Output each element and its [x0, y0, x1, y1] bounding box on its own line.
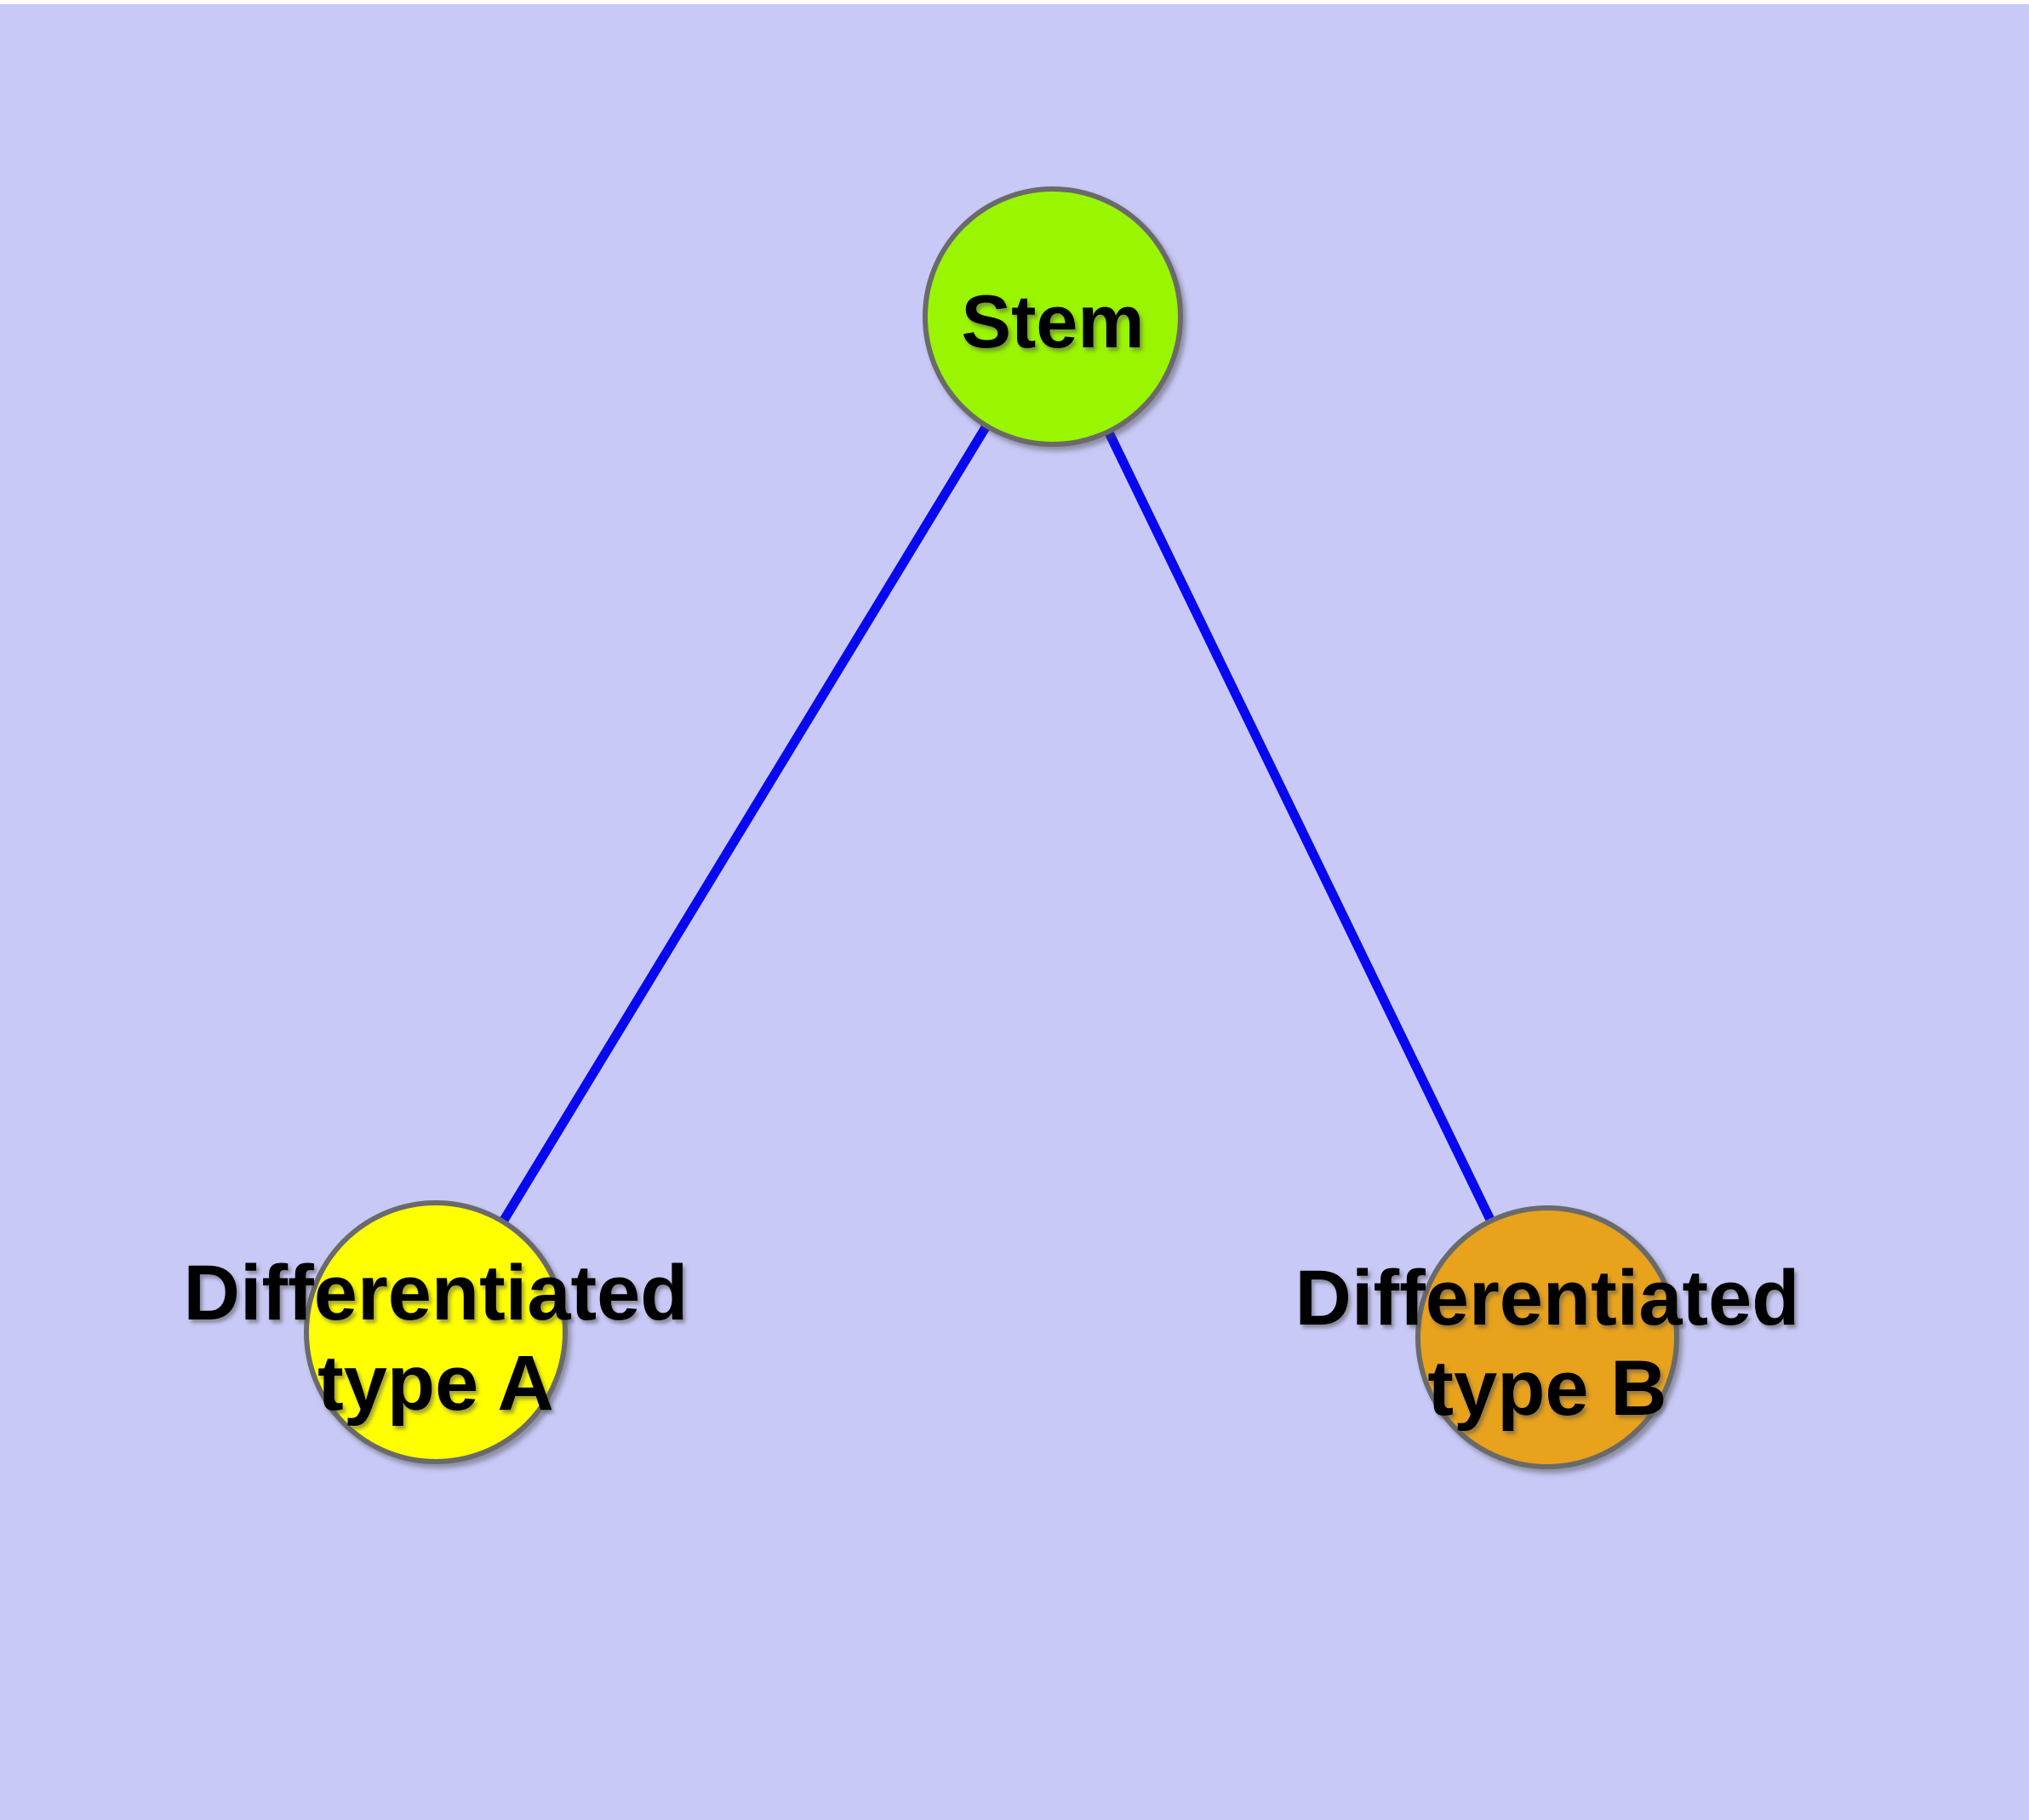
type-b-label-line2: type B [1427, 1345, 1666, 1432]
type-a-node-circle [304, 1200, 568, 1464]
top-white-strip [0, 0, 2029, 4]
edge-stem-to-type-a [431, 312, 1058, 1337]
edge-stem-to-type-b [1048, 312, 1552, 1342]
type-a-label-line2: type A [317, 1340, 554, 1427]
type-a-node: Differentiated type A [184, 1200, 689, 1464]
type-b-label-line1: Differentiated [1295, 1255, 1800, 1342]
stem-node: Stem [923, 186, 1183, 447]
type-b-node-circle [1415, 1205, 1679, 1469]
type-a-label-line1: Differentiated [184, 1250, 689, 1336]
type-b-node: Differentiated type B [1295, 1205, 1800, 1469]
stem-node-label: Stem [961, 279, 1144, 363]
stem-node-circle [923, 186, 1183, 447]
